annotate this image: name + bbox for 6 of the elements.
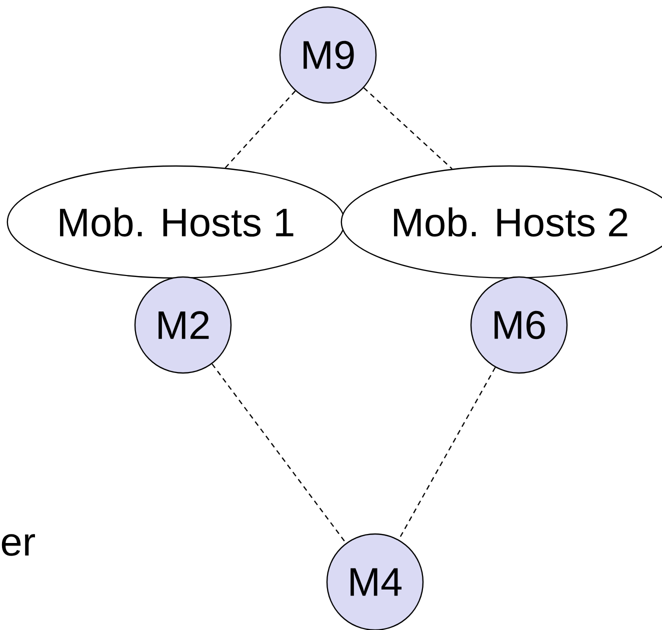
connector-line — [212, 364, 346, 544]
connector-line — [224, 90, 296, 168]
text-label: er — [2, 534, 35, 556]
node-label: Mob. Hosts 2 — [394, 207, 628, 237]
connector-line — [363, 87, 452, 170]
connector-line — [398, 367, 496, 540]
